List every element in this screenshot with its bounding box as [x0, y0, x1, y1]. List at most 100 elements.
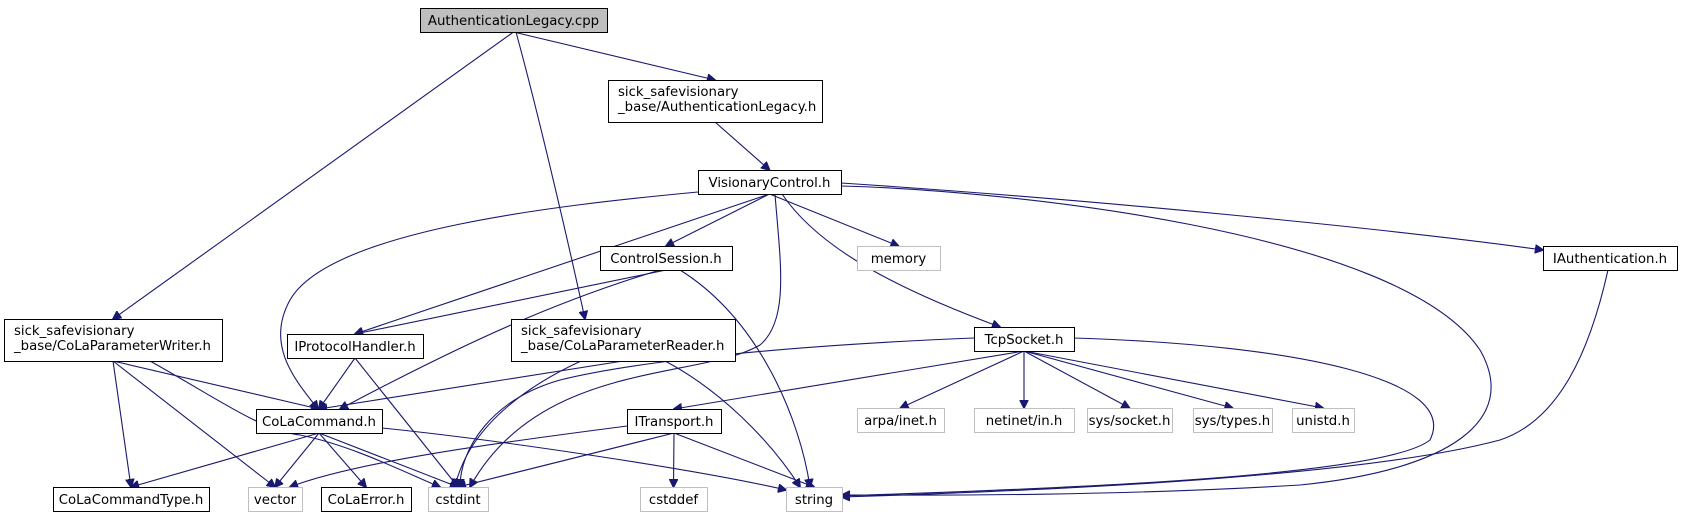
- node-unistd[interactable]: unistd.h: [1292, 408, 1355, 433]
- node-label: arpa/inet.h: [864, 414, 937, 429]
- node-label: _base/CoLaParameterWriter.h: [13, 339, 211, 354]
- node-box: [420, 8, 608, 33]
- edge-paramreader-to-colacommand: [319, 360, 624, 409]
- node-box: [786, 487, 843, 512]
- edge-tcpsocket-to-systypes: [1023, 350, 1233, 408]
- node-label: vector: [254, 493, 297, 508]
- node-label: sick_safevisionary: [521, 324, 642, 339]
- edge-itransport-to-vector: [290, 425, 628, 487]
- node-box: [608, 80, 823, 123]
- edge-iprotocolhandler-to-cstdint: [354, 357, 458, 487]
- node-cstddef[interactable]: cstddef: [640, 487, 708, 512]
- node-box: [857, 246, 941, 271]
- node-box: [974, 408, 1075, 433]
- node-label: CoLaCommandType.h: [59, 493, 204, 508]
- node-box: [428, 487, 489, 512]
- node-box: [698, 170, 842, 195]
- node-label: TcpSocket.h: [984, 333, 1064, 348]
- node-label: memory: [871, 252, 927, 267]
- edge-paramwriter-to-vector: [112, 360, 275, 487]
- node-syssocket[interactable]: sys/socket.h: [1087, 408, 1173, 433]
- node-systypes[interactable]: sys/types.h: [1193, 408, 1273, 433]
- edge-visionarycontrol-to-iprotocolhandler: [355, 193, 770, 334]
- edge-paramwriter-to-colacommand: [112, 360, 319, 409]
- edge-paramwriter-to-colacommandtype: [112, 360, 131, 487]
- node-label: CoLaError.h: [328, 493, 405, 508]
- node-box: [1087, 408, 1173, 433]
- node-box: [627, 409, 722, 434]
- node-label: sys/socket.h: [1089, 414, 1171, 429]
- edge-authlegacy_h-to-visionarycontrol: [714, 121, 770, 170]
- node-iprotocolhandler[interactable]: IProtocolHandler.h: [287, 334, 424, 359]
- node-arpainet[interactable]: arpa/inet.h: [857, 408, 945, 433]
- node-cstdint[interactable]: cstdint: [428, 487, 489, 512]
- edge-controlsession-to-iprotocolhandler: [355, 269, 667, 334]
- edge-tcpsocket-to-string: [842, 337, 1435, 496]
- node-label: VisionaryControl.h: [709, 176, 831, 191]
- edge-visionarycontrol-to-string: [840, 185, 1492, 495]
- node-netinetin[interactable]: netinet/in.h: [974, 408, 1075, 433]
- node-paramwriter[interactable]: sick_safevisionary_base/CoLaParameterWri…: [4, 319, 223, 362]
- node-root[interactable]: AuthenticationLegacy.cpp: [420, 8, 608, 33]
- node-box: [857, 408, 945, 433]
- edge-root-to-paramreader: [515, 31, 585, 319]
- node-label: string: [795, 493, 833, 508]
- node-box: [1543, 246, 1678, 271]
- node-box: [53, 487, 210, 512]
- node-label: cstdint: [435, 493, 480, 508]
- edge-colacommand-to-string: [381, 427, 786, 490]
- node-itransport[interactable]: ITransport.h: [627, 409, 722, 434]
- node-layer: AuthenticationLegacy.cpp sick_safevisiona…: [4, 8, 1678, 512]
- node-box: [640, 487, 708, 512]
- node-memory[interactable]: memory: [857, 246, 941, 271]
- node-label: sick_safevisionary: [618, 85, 739, 100]
- node-label: CoLaCommand.h: [262, 415, 376, 430]
- node-controlsession[interactable]: ControlSession.h: [600, 246, 733, 271]
- node-box: [1292, 408, 1355, 433]
- edge-visionarycontrol-to-colacommand: [280, 191, 699, 409]
- edge-itransport-to-cstddef: [674, 432, 675, 487]
- edge-iauthentication-to-string: [842, 269, 1609, 497]
- edge-visionarycontrol-to-controlsession: [666, 193, 770, 246]
- node-box: [511, 319, 736, 362]
- node-box: [248, 487, 303, 512]
- node-label: AuthenticationLegacy.cpp: [428, 14, 599, 29]
- node-label: _base/CoLaParameterReader.h: [520, 339, 724, 354]
- edge-iprotocolhandler-to-colacommand: [319, 357, 356, 409]
- node-label: _base/AuthenticationLegacy.h: [617, 100, 816, 115]
- node-box: [321, 487, 412, 512]
- node-iauthentication[interactable]: IAuthentication.h: [1543, 246, 1678, 271]
- node-colaerror[interactable]: CoLaError.h: [321, 487, 412, 512]
- node-label: netinet/in.h: [986, 414, 1063, 429]
- node-authlegacy_h[interactable]: sick_safevisionary_base/AuthenticationLe…: [608, 80, 823, 123]
- edge-root-to-authlegacy_h: [513, 31, 716, 80]
- edge-tcpsocket-to-syssocket: [1023, 350, 1130, 408]
- node-tcpsocket[interactable]: TcpSocket.h: [974, 327, 1075, 352]
- edge-itransport-to-cstdint: [458, 432, 675, 487]
- node-label: unistd.h: [1296, 414, 1350, 429]
- edge-colacommand-to-colaerror: [318, 432, 366, 487]
- node-label: ControlSession.h: [610, 252, 721, 267]
- node-box: [600, 246, 733, 271]
- node-colacommand[interactable]: CoLaCommand.h: [256, 409, 383, 434]
- edge-paramreader-to-string: [664, 360, 800, 487]
- edge-tcpsocket-to-itransport: [674, 350, 1025, 409]
- node-label: sick_safevisionary: [14, 324, 135, 339]
- node-box: [287, 334, 424, 359]
- node-label: IProtocolHandler.h: [294, 340, 415, 355]
- node-label: cstddef: [649, 493, 699, 508]
- node-colacommandtype[interactable]: CoLaCommandType.h: [53, 487, 210, 512]
- node-visionarycontrol[interactable]: VisionaryControl.h: [698, 170, 842, 195]
- node-string[interactable]: string: [786, 487, 843, 512]
- edge-controlsession-to-string: [679, 269, 810, 487]
- node-label: ITransport.h: [635, 415, 714, 430]
- node-paramreader[interactable]: sick_safevisionary_base/CoLaParameterRea…: [511, 319, 736, 362]
- edge-visionarycontrol-to-iauthentication: [840, 182, 1543, 250]
- edge-colacommand-to-vector: [275, 432, 320, 487]
- edge-visionarycontrol-to-memory: [769, 193, 899, 246]
- node-label: sys/types.h: [1195, 414, 1271, 429]
- edge-paramwriter-to-cstdint: [149, 360, 440, 487]
- node-box: [1193, 408, 1273, 433]
- node-vector[interactable]: vector: [248, 487, 303, 512]
